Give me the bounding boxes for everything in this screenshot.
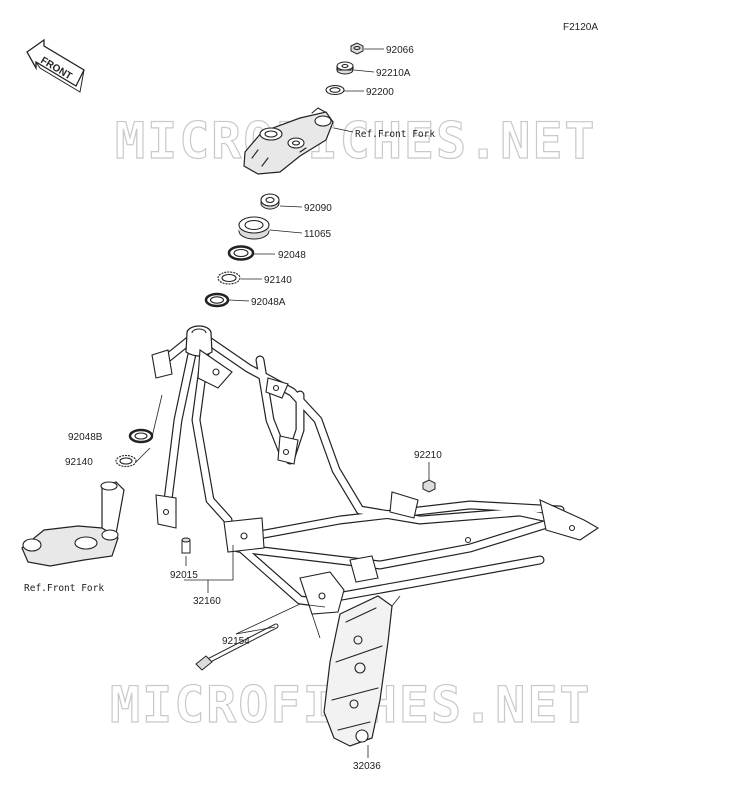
watermark-top: MICROFICHES.NET — [115, 112, 597, 170]
label-92048: 92048 — [278, 250, 306, 261]
front-arrow-icon: FRONT — [26, 38, 85, 93]
nut-92066 — [350, 42, 364, 55]
nut-92210 — [422, 479, 436, 493]
label-92154: 92154 — [222, 636, 250, 647]
seal-92090 — [260, 193, 280, 210]
label-92140-top: 92140 — [264, 275, 292, 286]
label-32160: 32160 — [193, 596, 221, 607]
ring-92140-left — [115, 454, 137, 468]
label-ref-front-fork-bottom: Ref.Front Fork — [24, 583, 104, 594]
bearing-92048 — [227, 245, 255, 261]
label-92048b: 92048B — [68, 432, 103, 443]
label-92015: 92015 — [170, 570, 198, 581]
label-92210a: 92210A — [376, 68, 411, 79]
label-ref-front-fork-top: Ref.Front Fork — [355, 129, 435, 140]
leader-lines — [135, 48, 430, 758]
bolt-92015 — [181, 537, 191, 554]
label-11065: 11065 — [304, 229, 332, 240]
frame-assembly-32160 — [151, 325, 600, 615]
label-92066: 92066 — [386, 45, 414, 56]
label-92210: 92210 — [414, 450, 442, 461]
label-92090: 92090 — [304, 203, 332, 214]
ring-92140-top — [217, 271, 241, 285]
stem-lower-bracket — [21, 481, 125, 567]
bolt-92154 — [195, 623, 279, 671]
label-92200: 92200 — [366, 87, 394, 98]
label-92048a: 92048A — [251, 297, 286, 308]
upper-triple-clamp — [243, 107, 334, 175]
nut-92210a — [336, 61, 354, 75]
cap-11065 — [238, 216, 270, 240]
figure-code: F2120A — [563, 22, 598, 33]
label-92140-left: 92140 — [65, 457, 93, 468]
bracket-32036 — [323, 595, 393, 747]
label-32036: 32036 — [353, 761, 381, 772]
bearing-92048b — [128, 428, 154, 444]
washer-92200 — [325, 84, 345, 96]
bearing-92048a — [204, 292, 230, 308]
